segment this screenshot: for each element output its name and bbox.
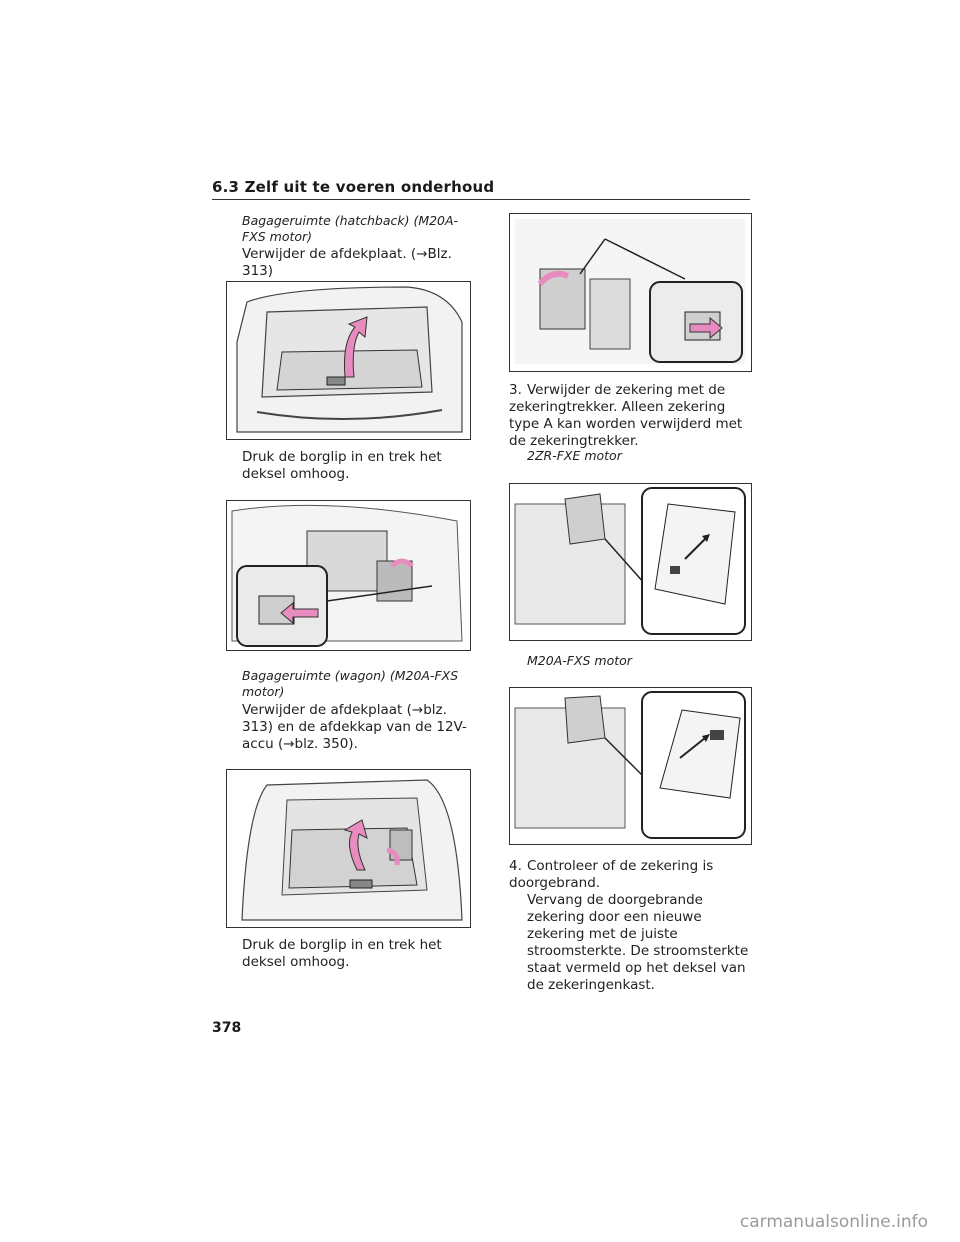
step-3: 3.Verwijder de zekering met de zekeringt… <box>509 382 749 450</box>
subheading-2zr: 2ZR-FXE motor <box>527 448 622 463</box>
subheading-wagon: Bagageruimte (wagon) (M20A-FXS motor) <box>242 668 459 699</box>
figure-m20a-fusebox <box>509 687 752 845</box>
figure-wagon-luggage <box>226 769 471 928</box>
step-4-text: Controleer of de zekering is doorgebrand… <box>509 858 714 891</box>
figure-2zr-fusebox <box>509 483 752 641</box>
section-title: 6.3 Zelf uit te voeren onderhoud <box>212 178 495 196</box>
figure-hatchback-luggage <box>226 281 471 440</box>
wagon-illustration <box>241 779 463 921</box>
step-4: 4.Controleer of de zekering is doorgebra… <box>509 858 749 892</box>
step-3-number: 3. <box>509 382 522 398</box>
instruction-remove-cover: Verwijder de afdekplaat. (→Blz. 313) <box>242 246 452 279</box>
figure-wagon-fusebox <box>509 213 752 372</box>
subheading-m20a: M20A-FXS motor <box>527 653 632 668</box>
page-number: 378 <box>212 1020 242 1036</box>
step-4-number: 4. <box>509 858 522 874</box>
fusebox-illustration-2zr <box>514 487 746 635</box>
fusebox-illustration-hatchback <box>231 504 463 647</box>
instruction-press-lip-2: Druk de borglip in en trek het deksel om… <box>242 937 442 970</box>
hatchback-illustration <box>236 286 463 433</box>
header-rule <box>212 199 750 200</box>
instruction-remove-cover-wagon: Verwijder de afdekplaat (→blz. 313) en d… <box>242 702 467 752</box>
fusebox-illustration-m20a <box>514 691 746 839</box>
watermark: carmanualsonline.info <box>739 1212 928 1232</box>
step-3-text: Verwijder de zekering met de zekeringtre… <box>509 382 743 449</box>
step-4-detail: Vervang de doorgebrande zekering door ee… <box>527 892 749 993</box>
fusebox-illustration-wagon <box>515 219 745 364</box>
instruction-press-lip-1: Druk de borglip in en trek het deksel om… <box>242 449 442 482</box>
figure-hatchback-fusebox <box>226 500 471 651</box>
subheading-hatchback: Bagageruimte (hatchback) (M20A-FXS motor… <box>242 213 459 244</box>
